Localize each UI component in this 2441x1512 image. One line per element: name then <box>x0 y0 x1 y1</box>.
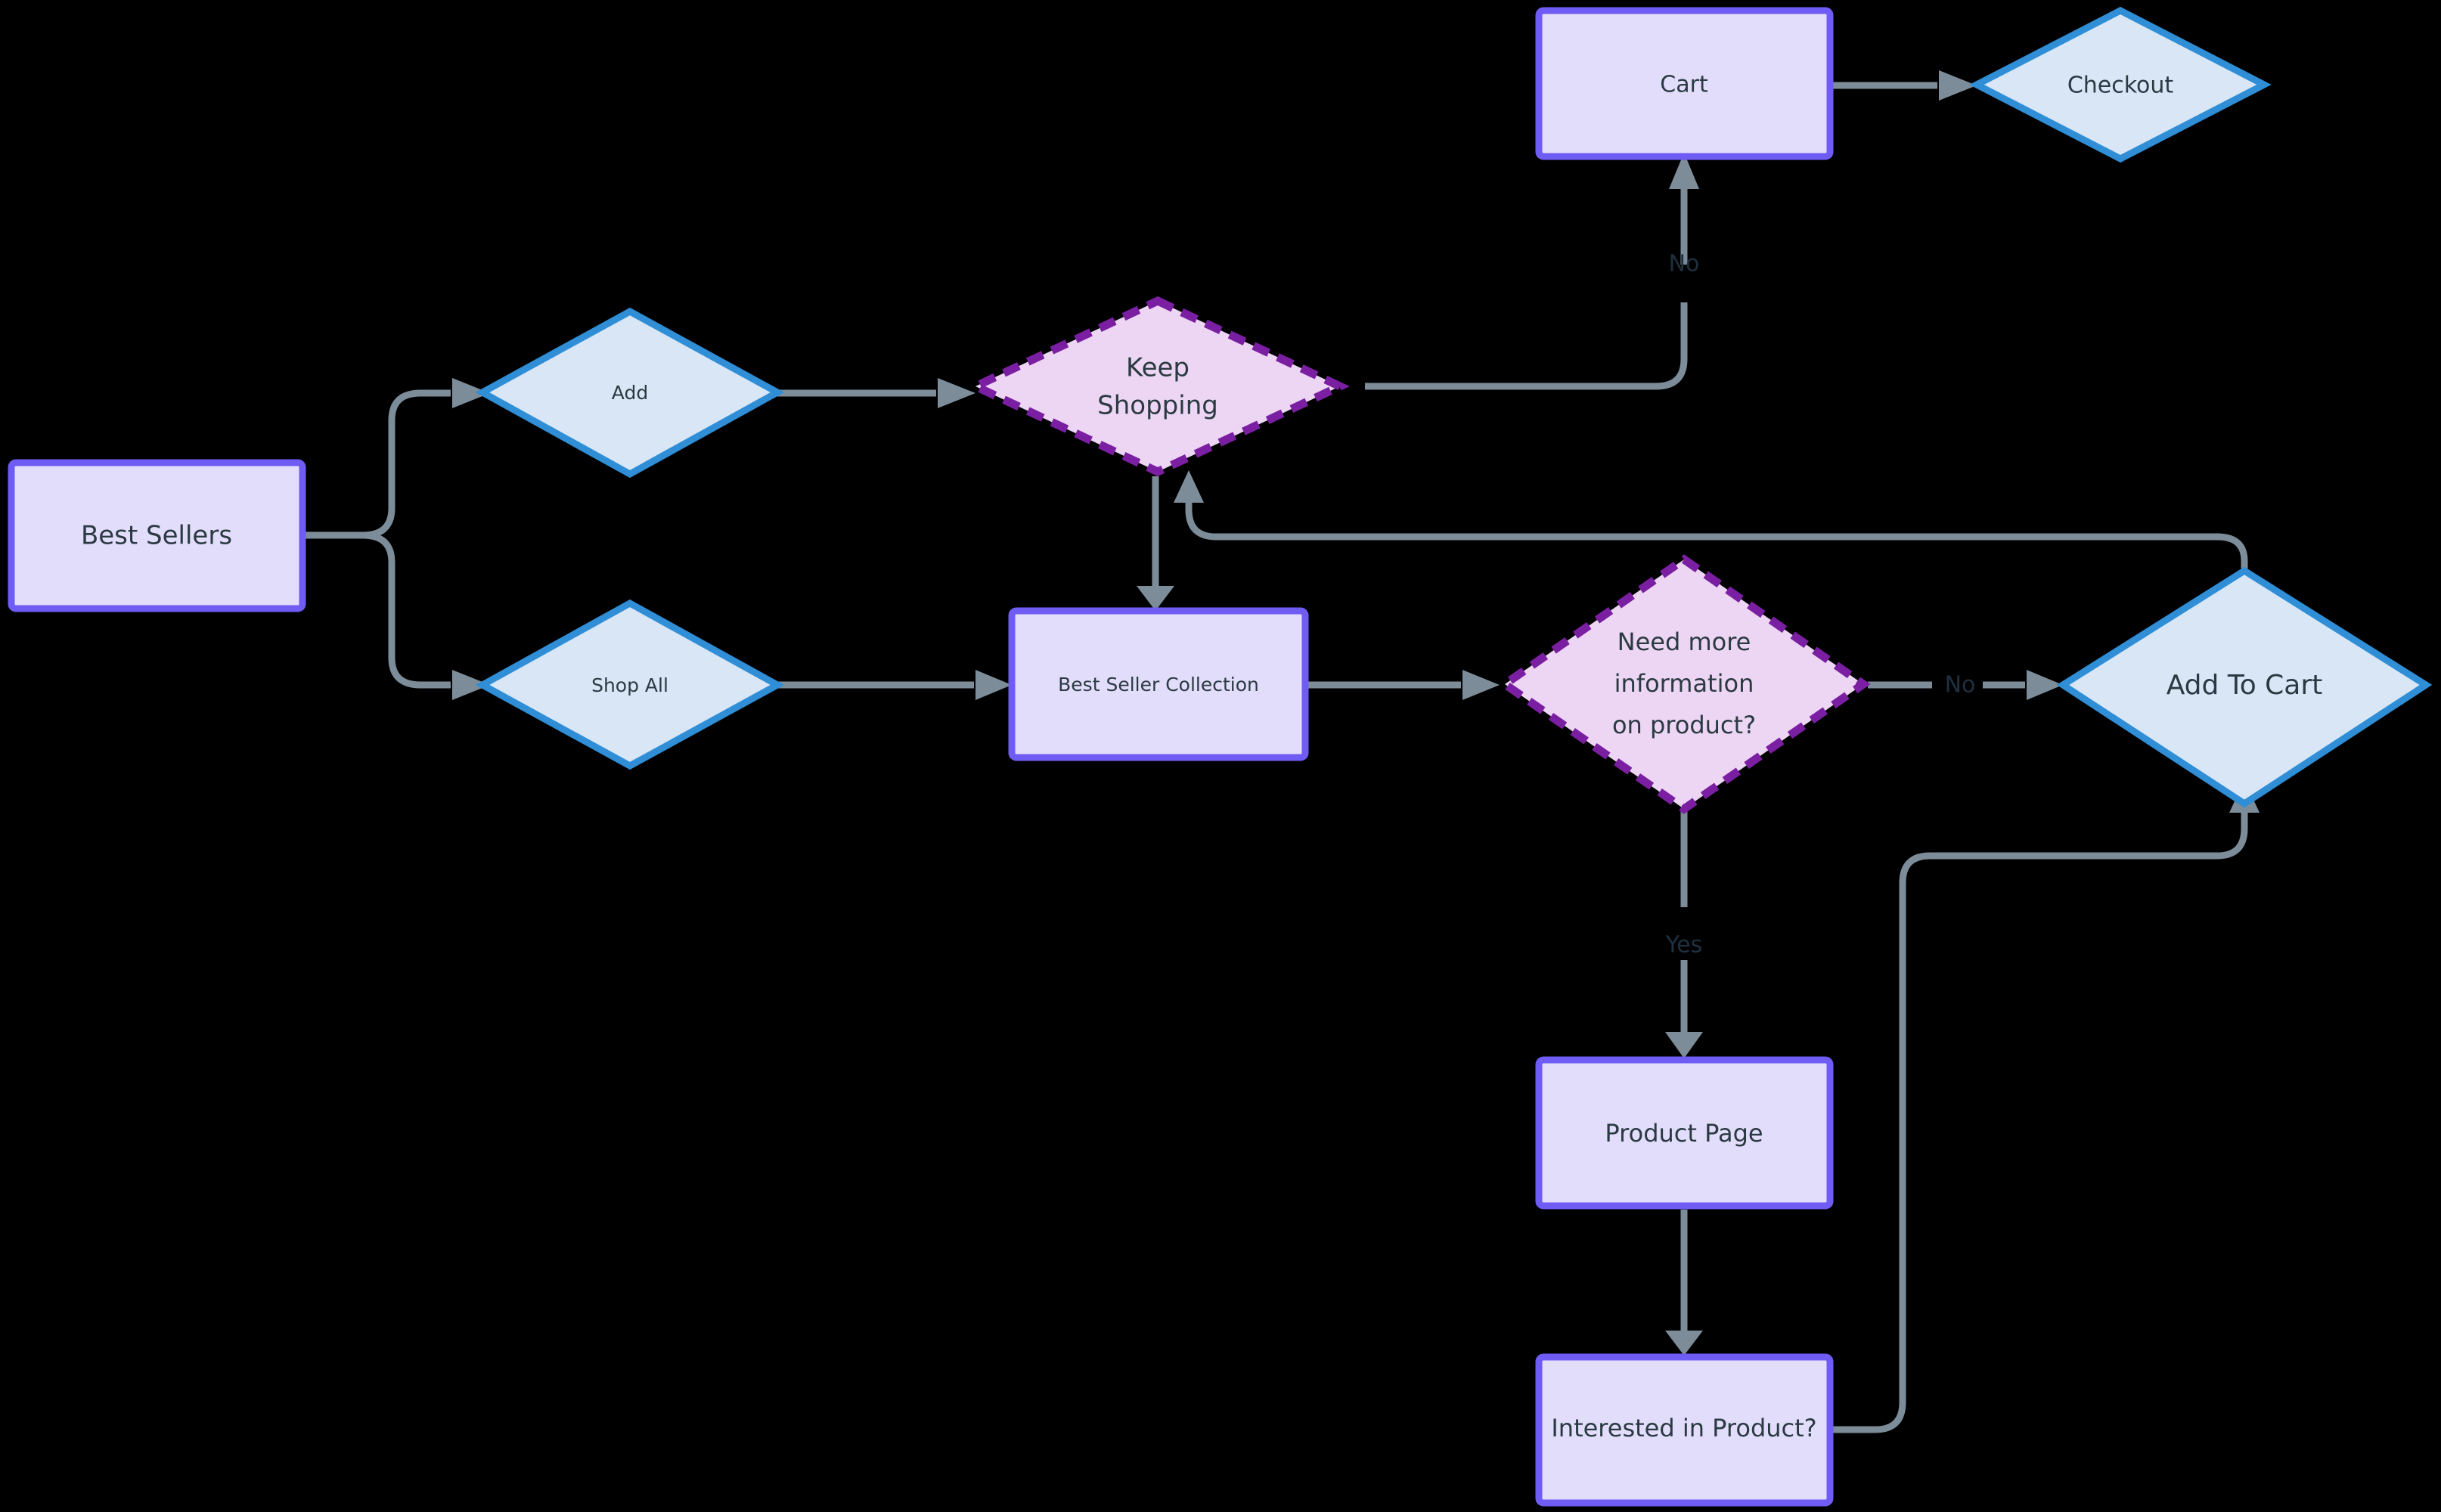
node-add[interactable]: Add <box>475 307 785 479</box>
cart-label: Cart <box>1660 72 1708 98</box>
checkout-label: Checkout <box>2067 73 2174 99</box>
best-seller-collection-shape[interactable] <box>1008 607 1309 761</box>
add-shape[interactable] <box>475 307 785 479</box>
node-cart[interactable]: Cart <box>1535 7 1834 160</box>
keep-shopping-shape[interactable] <box>966 296 1350 477</box>
cart-shape[interactable] <box>1535 7 1834 160</box>
need-more-info-shape[interactable] <box>1497 554 1871 814</box>
add-label: Add <box>612 382 648 404</box>
keep-shopping-label-line2: Shopping <box>1097 391 1218 421</box>
node-product-page[interactable]: Product Page <box>1535 1056 1834 1210</box>
need-more-info-label-line1: Need more <box>1618 627 1751 656</box>
keep-shopping-label-line1: Keep <box>1126 353 1189 383</box>
add-to-cart-shape[interactable] <box>2056 566 2433 808</box>
need-more-info-label-line2: information <box>1614 669 1754 698</box>
interested-in-product-label: Interested in Product? <box>1551 1414 1816 1442</box>
interested-in-product-shape[interactable] <box>1535 1353 1834 1507</box>
product-page-shape[interactable] <box>1535 1056 1834 1210</box>
edge-label-no-add-to-cart: No <box>1945 672 1976 699</box>
best-seller-collection-label: Best Seller Collection <box>1058 674 1259 696</box>
node-shop-all[interactable]: Shop All <box>475 599 785 770</box>
node-best-seller-collection[interactable]: Best Seller Collection <box>1008 607 1309 761</box>
shop-all-shape[interactable] <box>475 599 785 770</box>
node-add-to-cart[interactable]: Add To Cart <box>2056 566 2433 808</box>
best-sellers-label: Best Sellers <box>81 521 232 551</box>
edge-label-no-cart: No <box>1669 251 1700 277</box>
shop-all-label: Shop All <box>591 674 668 696</box>
need-more-info-label-line3: on product? <box>1612 711 1756 739</box>
checkout-shape[interactable] <box>1969 6 2272 163</box>
edge-label-yes-product-page: Yes <box>1665 932 1702 959</box>
best-sellers-shape[interactable] <box>8 459 306 612</box>
product-page-label: Product Page <box>1605 1119 1763 1148</box>
node-keep-shopping[interactable]: Keep Shopping <box>966 296 1350 477</box>
node-checkout[interactable]: Checkout <box>1969 6 2272 163</box>
node-best-sellers[interactable]: Best Sellers <box>8 459 306 612</box>
node-interested-in-product[interactable]: Interested in Product? <box>1535 1353 1834 1507</box>
node-need-more-info[interactable]: Need more information on product? <box>1497 554 1871 814</box>
add-to-cart-label: Add To Cart <box>2167 670 2323 701</box>
